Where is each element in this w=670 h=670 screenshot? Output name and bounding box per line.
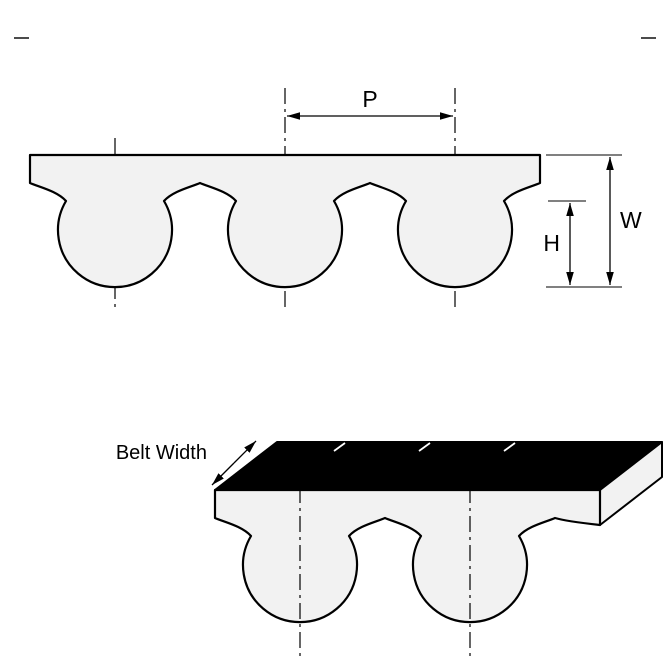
top-face-tooth-marks (333, 442, 516, 452)
top-face-tick-3 (503, 442, 516, 452)
top-face-tick-1 (333, 442, 346, 452)
belt-3d-front-profile (213, 488, 602, 624)
height-dimension: H (543, 200, 586, 285)
belt-side-view: P W H (28, 86, 642, 312)
belt-3d-view: Belt Width (116, 440, 663, 660)
width-dimension: W (546, 154, 642, 288)
belt-width-dimension: Belt Width (116, 440, 257, 486)
height-label: H (543, 230, 560, 256)
width-label: W (620, 207, 642, 233)
top-face-tick-2 (418, 442, 431, 452)
pitch-label: P (362, 86, 377, 112)
belt-width-label: Belt Width (116, 442, 207, 464)
belt-profile-outline (28, 153, 542, 289)
belt-width-arrow-down (211, 462, 235, 486)
belt-width-arrow-up (233, 440, 257, 464)
pitch-dimension: P (287, 86, 453, 120)
belt-top-face (214, 441, 663, 491)
